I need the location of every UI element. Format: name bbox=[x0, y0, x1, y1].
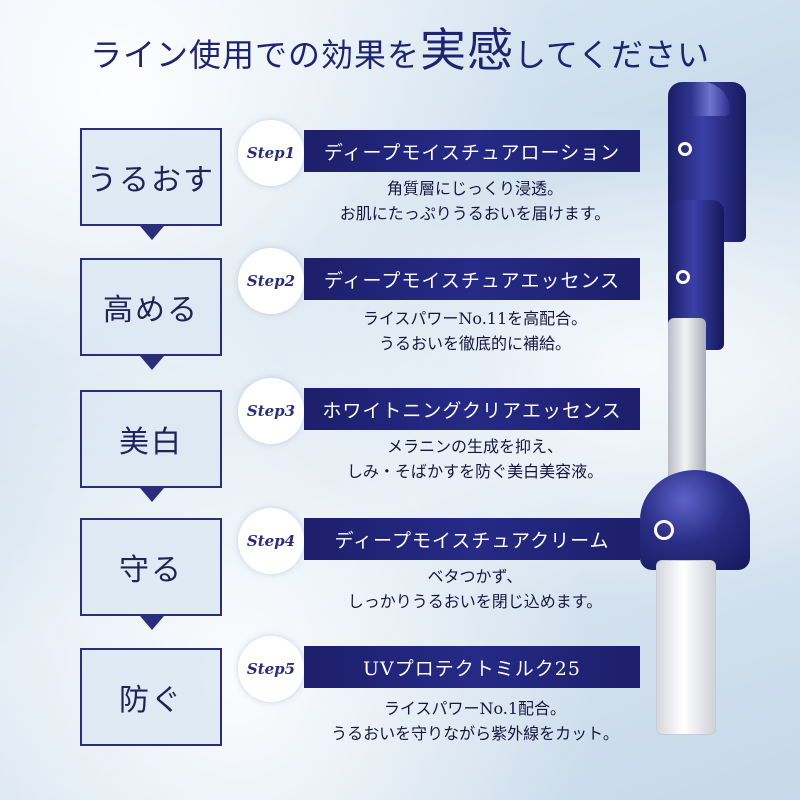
step-number: Step5 bbox=[246, 660, 296, 678]
whitening-tube-image bbox=[668, 318, 706, 488]
brand-logo-icon bbox=[678, 142, 692, 156]
product-name: ディープモイスチュアクリーム bbox=[334, 529, 610, 552]
product-name: ディープモイスチュアエッセンス bbox=[323, 269, 621, 292]
stage-label: うるおす bbox=[87, 163, 215, 198]
title-prefix: ライン使用での効果を bbox=[89, 36, 420, 74]
description-line: お肌にたっぷりうるおいを届けます。 bbox=[339, 204, 611, 223]
stage-label: 守る bbox=[119, 553, 183, 588]
product-name: UVプロテクトミルク25 bbox=[363, 657, 581, 680]
step-number: Step3 bbox=[246, 402, 296, 420]
cream-jar-image bbox=[640, 470, 750, 570]
down-arrow-icon bbox=[140, 226, 164, 240]
stage-box-protect: 守る bbox=[80, 518, 222, 616]
step-badge: Step4 bbox=[238, 508, 304, 574]
product-description: ベタつかず、 しっかりうるおいを閉じ込めます。 bbox=[290, 564, 660, 614]
brand-logo-icon bbox=[676, 270, 690, 284]
product-name: ディープモイスチュアローション bbox=[323, 141, 621, 164]
product-name-bar: UVプロテクトミルク25 bbox=[304, 646, 640, 688]
title-emphasis-1: 実 bbox=[419, 23, 467, 77]
product-name: ホワイトニングクリアエッセンス bbox=[322, 399, 622, 422]
down-arrow-icon bbox=[140, 356, 164, 370]
down-arrow-icon bbox=[140, 616, 164, 630]
step-number: Step2 bbox=[246, 272, 296, 290]
product-description: 角質層にじっくり浸透。 お肌にたっぷりうるおいを届けます。 bbox=[290, 176, 660, 226]
product-name-bar: ディープモイスチュアエッセンス bbox=[304, 258, 640, 300]
page-title: ライン使用での効果を実感してください bbox=[0, 14, 800, 80]
step-badge: Step1 bbox=[238, 120, 304, 186]
brand-logo-icon bbox=[654, 520, 674, 540]
description-line: メラニンの生成を抑え、 bbox=[386, 437, 563, 456]
title-suffix: してください bbox=[513, 36, 711, 74]
step-number: Step1 bbox=[246, 144, 296, 162]
description-line: しっかりうるおいを閉じ込めます。 bbox=[347, 592, 603, 611]
description-line: ベタつかず、 bbox=[427, 567, 523, 586]
stage-label: 美白 bbox=[119, 425, 183, 460]
description-line: ライスパワーNo.1配合。 bbox=[383, 699, 567, 718]
step-badge: Step2 bbox=[238, 248, 304, 314]
stage-box-prevent: 防ぐ bbox=[80, 648, 222, 746]
stage-box-moisturize: うるおす bbox=[80, 128, 222, 226]
description-line: うるおいを守りながら紫外線をカット。 bbox=[331, 724, 619, 743]
step-badge: Step3 bbox=[238, 378, 304, 444]
product-name-bar: ディープモイスチュアクリーム bbox=[304, 518, 640, 560]
description-line: うるおいを徹底的に補給。 bbox=[378, 334, 571, 353]
product-name-bar: ディープモイスチュアローション bbox=[304, 130, 640, 172]
stage-label: 高める bbox=[103, 293, 199, 328]
title-emphasis-2: 感 bbox=[466, 23, 514, 77]
product-name-bar: ホワイトニングクリアエッセンス bbox=[304, 388, 640, 430]
product-description: ライスパワーNo.1配合。 うるおいを守りながら紫外線をカット。 bbox=[290, 696, 660, 746]
product-description: メラニンの生成を抑え、 しみ・そばかすを防ぐ美白美容液。 bbox=[290, 434, 660, 484]
description-line: 角質層にじっくり浸透。 bbox=[386, 179, 563, 198]
step-number: Step4 bbox=[246, 532, 296, 550]
stage-box-enhance: 高める bbox=[80, 258, 222, 356]
stage-box-whitening: 美白 bbox=[80, 390, 222, 488]
description-line: しみ・そばかすを防ぐ美白美容液。 bbox=[346, 462, 604, 481]
stage-label: 防ぐ bbox=[119, 683, 183, 718]
description-line: ライスパワーNo.11を高配合。 bbox=[362, 309, 588, 328]
uv-milk-tube-image bbox=[656, 560, 716, 735]
product-description: ライスパワーNo.11を高配合。 うるおいを徹底的に補給。 bbox=[290, 306, 660, 356]
down-arrow-icon bbox=[140, 488, 164, 502]
step-badge: Step5 bbox=[238, 636, 304, 702]
